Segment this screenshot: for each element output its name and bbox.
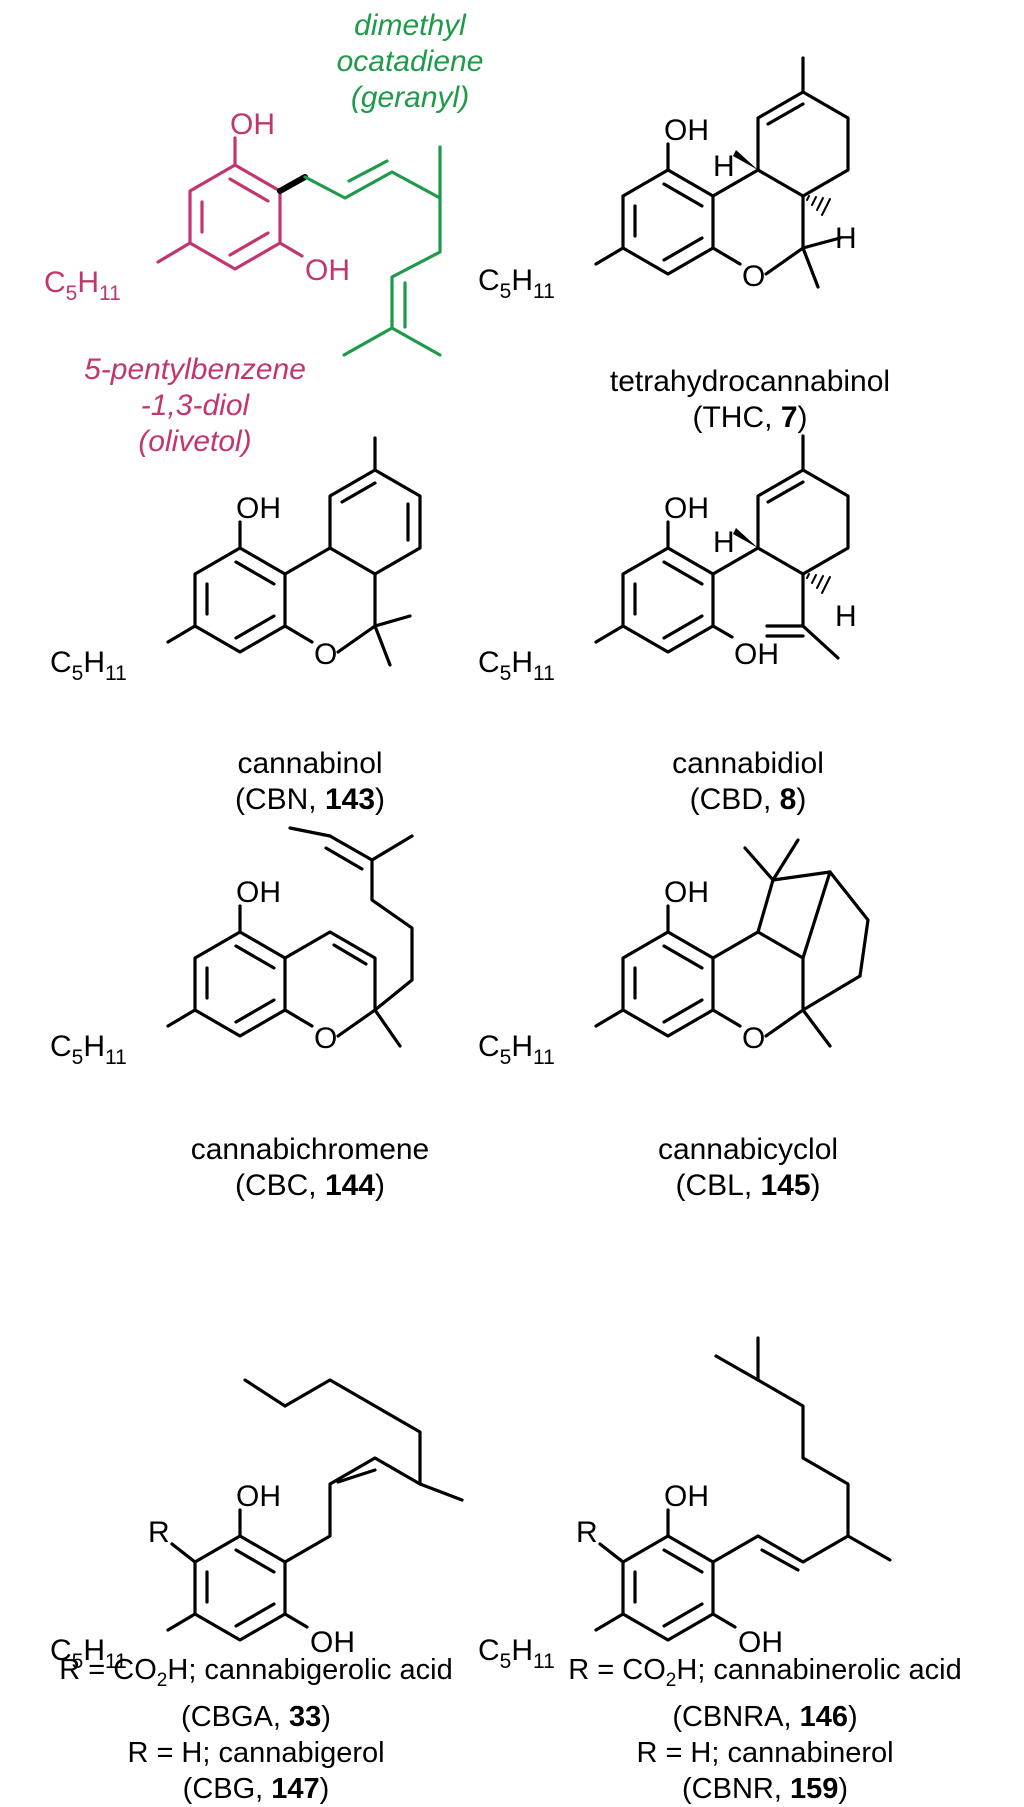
- cbc-caption: cannabichromene (CBC, 144): [100, 1132, 520, 1204]
- cbnr-caption: R = CO2H; cannabinerolic acid (CBNRA, 14…: [506, 1652, 1024, 1807]
- oh-label: OH: [664, 876, 709, 909]
- olivetol-ring: [156, 136, 304, 271]
- compound-id: (CBNRA, 146): [672, 1700, 858, 1733]
- pentyl-label: C5H11: [50, 1030, 127, 1069]
- geranyl-caption-line: ocatadiene: [336, 45, 484, 78]
- compound-id: (CBG, 147): [182, 1772, 330, 1805]
- oh-label: OH: [230, 108, 275, 141]
- cbg-caption: R = CO2H; cannabigerolic acid (CBGA, 33)…: [0, 1652, 512, 1807]
- geranyl-caption-line: (geranyl): [350, 81, 470, 114]
- hash-bond: [806, 573, 831, 594]
- cbc-structure: OH O C5H11: [50, 826, 414, 1069]
- compound-name: cannabidiol: [672, 747, 824, 780]
- compound-h-line: R = H; cannabigerol: [127, 1736, 385, 1769]
- oh-label: OH: [664, 1480, 709, 1513]
- compound-id: (CBD, 8): [689, 783, 807, 816]
- h-label: H: [835, 600, 857, 633]
- compound-h-line: R = H; cannabinerol: [636, 1736, 894, 1769]
- cbnr-structure: OH OH R C5H11: [478, 1336, 892, 1673]
- compound-id: (CBN, 143): [234, 783, 386, 816]
- geranyl-caption: dimethyl ocatadiene (geranyl): [290, 8, 530, 116]
- thc-structure: H H OH O C5H11: [478, 56, 857, 303]
- cbl-structure: OH O C5H11: [478, 838, 870, 1069]
- o-label: O: [742, 260, 765, 293]
- pentyl-label: C5H11: [50, 1634, 127, 1673]
- pentyl-label: C5H11: [478, 1634, 555, 1673]
- hash-bond: [806, 195, 831, 216]
- thc-caption: tetrahydrocannabinol (THC, 7): [540, 364, 960, 436]
- o-label: O: [314, 1022, 337, 1055]
- o-label: O: [314, 638, 337, 671]
- compound-id: (CBC, 144): [234, 1169, 386, 1202]
- compound-id: (THC, 7): [692, 401, 808, 434]
- geranyl-chain: [303, 145, 442, 357]
- olivetol-caption-line: -1,3-diol: [140, 389, 250, 422]
- oh-label: OH: [734, 638, 779, 671]
- h-label: H: [713, 526, 735, 559]
- r-label: R: [576, 1516, 598, 1549]
- oh-label: OH: [310, 1626, 355, 1659]
- compound-acid-line: R = CO2H; cannabigerolic acid: [59, 1654, 453, 1691]
- olivetol-caption-line: (olivetol): [138, 425, 252, 458]
- oh-label: OH: [236, 492, 281, 525]
- oh-label: OH: [664, 114, 709, 147]
- olivetol-caption: 5-pentylbenzene -1,3-diol (olivetol): [40, 352, 350, 460]
- cbd-structure: H H OH OH C5H11: [478, 434, 857, 685]
- cbn-caption: cannabinol (CBN, 143): [120, 746, 500, 818]
- compound-acid-line: R = CO2H; cannabinerolic acid: [568, 1654, 962, 1691]
- pentyl-label: C5H11: [50, 646, 127, 685]
- r-label: R: [148, 1516, 170, 1549]
- oh-label: OH: [305, 254, 350, 287]
- pentyl-label: C5H11: [478, 264, 555, 303]
- o-label: O: [742, 1022, 765, 1055]
- cbn-structure: OH O C5H11: [50, 436, 422, 685]
- cbg-structure: OH OH R C5H11: [50, 1378, 464, 1673]
- oh-label: OH: [236, 876, 281, 909]
- compound-name: cannabichromene: [190, 1133, 430, 1166]
- oh-label: OH: [738, 1626, 783, 1659]
- compound-name: tetrahydrocannabinol: [609, 365, 891, 398]
- pentyl-label: C5H11: [44, 266, 121, 305]
- pentyl-label: C5H11: [478, 1030, 555, 1069]
- olivetol-caption-line: 5-pentylbenzene: [84, 353, 306, 386]
- compound-name: cannabinol: [237, 747, 383, 780]
- compound-id: (CBNR, 159): [681, 1772, 849, 1805]
- pentyl-label: C5H11: [478, 646, 555, 685]
- compound-id: (CBL, 145): [675, 1169, 821, 1202]
- oh-label: OH: [664, 492, 709, 525]
- h-label: H: [713, 150, 735, 183]
- compound-id: (CBGA, 33): [181, 1700, 331, 1733]
- olivetol-geranyl-structure: OH OH C5H11: [44, 108, 442, 357]
- oh-label: OH: [236, 1480, 281, 1513]
- h-label: H: [835, 222, 857, 255]
- cbl-caption: cannabicyclol (CBL, 145): [548, 1132, 948, 1204]
- geranyl-caption-line: dimethyl: [354, 9, 466, 42]
- cbd-caption: cannabidiol (CBD, 8): [548, 746, 948, 818]
- compound-name: cannabicyclol: [657, 1133, 839, 1166]
